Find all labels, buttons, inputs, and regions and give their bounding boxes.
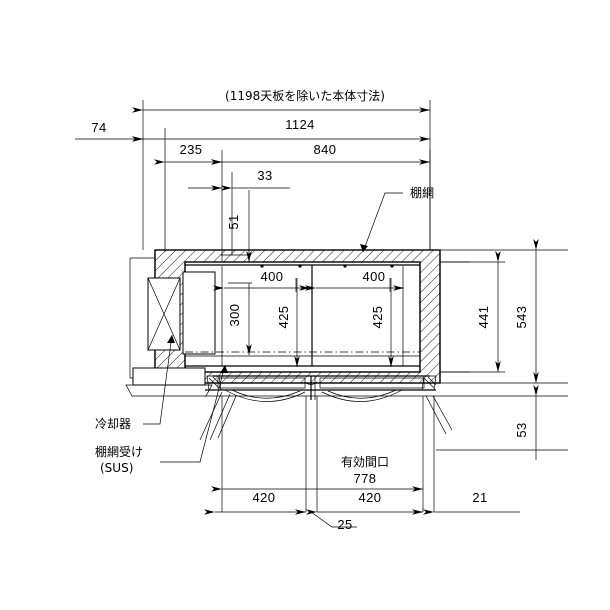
body-height-value: 543: [514, 306, 529, 329]
gasket-curve-right-inner: [327, 389, 397, 399]
shelf-net-label: 棚網: [410, 185, 434, 200]
inner-left-panel: [182, 271, 216, 355]
dimension-bottom-row: 420 420 21: [204, 490, 520, 515]
dimension-cavity-height: 441: [476, 251, 501, 372]
overall-width-value: 1124: [285, 117, 315, 132]
cooler-depth-value: 300: [227, 304, 242, 327]
door-right-value: 420: [359, 490, 382, 505]
top-small-value: 33: [257, 168, 272, 183]
dimension-center-gap: 25: [310, 511, 357, 532]
dimension-shelf-right-width: 400: [305, 269, 404, 292]
shelf-left-depth-value: 425: [276, 306, 291, 329]
dimension-base-height: 53: [514, 385, 539, 460]
label-shelf-net: 棚網: [360, 185, 434, 253]
door-right-panel: [319, 377, 425, 389]
center-gap-value: 25: [337, 517, 352, 532]
label-cooler: 冷却器: [95, 334, 175, 431]
hinge-leader-lines: [199, 391, 453, 441]
gasket-curve-left: [224, 389, 306, 402]
dimension-body-height: 543: [514, 239, 539, 383]
dimension-inner-span: 840: [211, 142, 430, 165]
shelf-left-width-value: 400: [261, 269, 284, 284]
door-assembly: [205, 375, 437, 402]
base-height-value: 53: [514, 422, 529, 437]
extension-lines-vertical: [142, 100, 431, 262]
dimension-shelf-left-depth: 425: [276, 278, 300, 367]
cooler-label: 冷却器: [95, 417, 131, 431]
cooler-unit: [147, 277, 181, 351]
gasket-curve-left-inner: [231, 389, 301, 399]
dimension-overall-width: 1124: [132, 117, 430, 142]
effective-opening-value: 778: [354, 471, 377, 486]
shelf-receiver-label: 棚網受け: [95, 444, 143, 459]
dimension-effective-opening: 有効間口 778: [211, 454, 423, 492]
dimension-shelf-left-width: 400: [213, 269, 310, 292]
shelf-assembly: [185, 264, 420, 367]
gasket-curve-right: [321, 389, 403, 402]
dimension-top-small: 33: [188, 168, 290, 191]
base-plate: [132, 367, 206, 386]
door-left-panel: [217, 377, 306, 389]
extension-lines-right: [436, 249, 568, 451]
dimension-cooler-depth: 300: [227, 282, 252, 355]
extension-lines-lower: [221, 396, 435, 512]
inner-span-value: 840: [314, 142, 337, 157]
shelf-right-width-value: 400: [363, 269, 386, 284]
left-offset-value: 74: [91, 120, 106, 135]
cavity-height-value: 441: [476, 306, 491, 329]
label-shelf-receiver: 棚網受け (SUS): [95, 364, 228, 475]
dimension-shelf-right-depth: 425: [370, 278, 394, 367]
shelf-receiver-material-label: (SUS): [100, 461, 133, 475]
shelf-drop-value: 51: [226, 214, 241, 229]
title-note-text: (1198天板を除いた本体寸法): [225, 88, 385, 103]
door-left-value: 420: [253, 490, 276, 505]
shelf-right-depth-value: 425: [370, 306, 385, 329]
right-margin-value: 21: [472, 490, 487, 505]
inner-panel-box: [182, 271, 216, 355]
dimension-title-note: (1198天板を除いた本体寸法): [132, 88, 430, 113]
left-inner-offset-value: 235: [180, 142, 203, 157]
effective-opening-label: 有効間口: [341, 454, 389, 469]
dimension-left-offset: 74: [75, 120, 143, 142]
